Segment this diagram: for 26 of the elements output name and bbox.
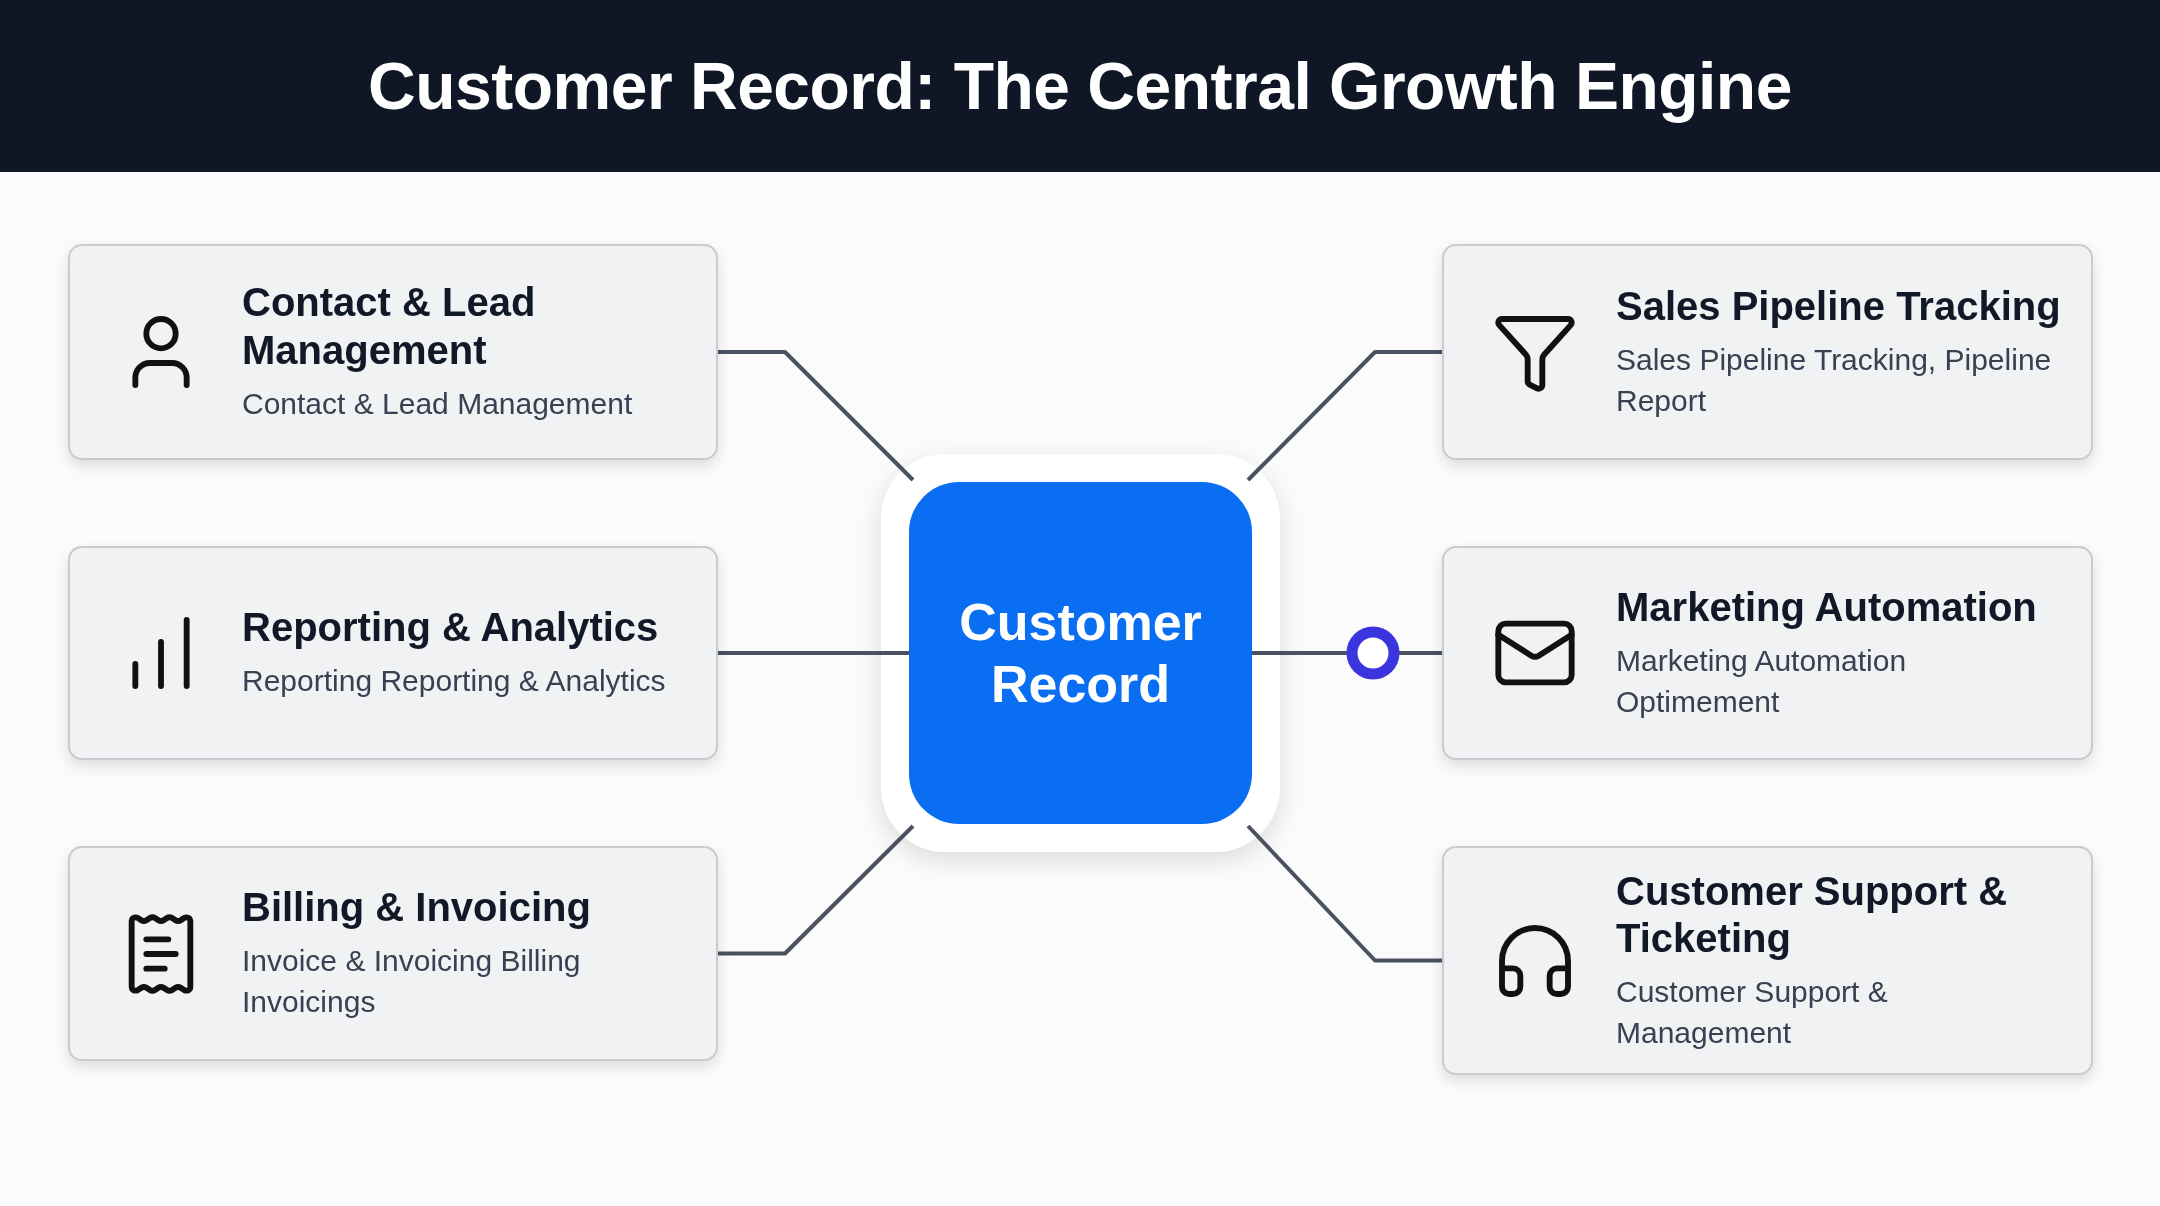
card-heading: Reporting & Analytics xyxy=(242,604,660,651)
card-heading: Sales Pipeline Tracking xyxy=(1616,282,2062,330)
connector-line xyxy=(1246,824,1442,963)
connector-line xyxy=(718,824,915,956)
card-description: Sales Pipeline Tracking, Pipeline Report xyxy=(1616,341,2053,419)
card-heading: Marketing Automation xyxy=(1616,583,2038,631)
feature-card xyxy=(68,244,718,460)
card-description: Customer Support & Management xyxy=(1616,973,1889,1051)
center-label: Customer Record xyxy=(958,591,1203,715)
feature-card xyxy=(1442,846,2093,1075)
title: Customer Record: The Central Growth Engine xyxy=(368,48,1792,124)
connector-line xyxy=(718,651,909,655)
feature-card xyxy=(1442,244,2093,460)
card-description: Invoice & Invoicing Billing Invoicings xyxy=(242,943,582,1021)
connector-line xyxy=(1246,350,1442,482)
card-description: Contact & Lead Management xyxy=(242,385,634,422)
card-heading: Billing & Invoicing xyxy=(242,884,592,932)
card-description: Reporting Reporting & Analytics xyxy=(242,663,666,700)
card-heading: Customer Support & Ticketing xyxy=(1616,867,2009,962)
feature-card xyxy=(68,846,718,1061)
feature-card xyxy=(1442,546,2093,760)
card-description: Marketing Automation Optimement xyxy=(1616,642,1908,720)
card-heading: Contact & Lead Management xyxy=(242,279,537,374)
central-box xyxy=(909,482,1252,824)
connector-line xyxy=(718,350,915,482)
feature-card xyxy=(68,546,718,760)
